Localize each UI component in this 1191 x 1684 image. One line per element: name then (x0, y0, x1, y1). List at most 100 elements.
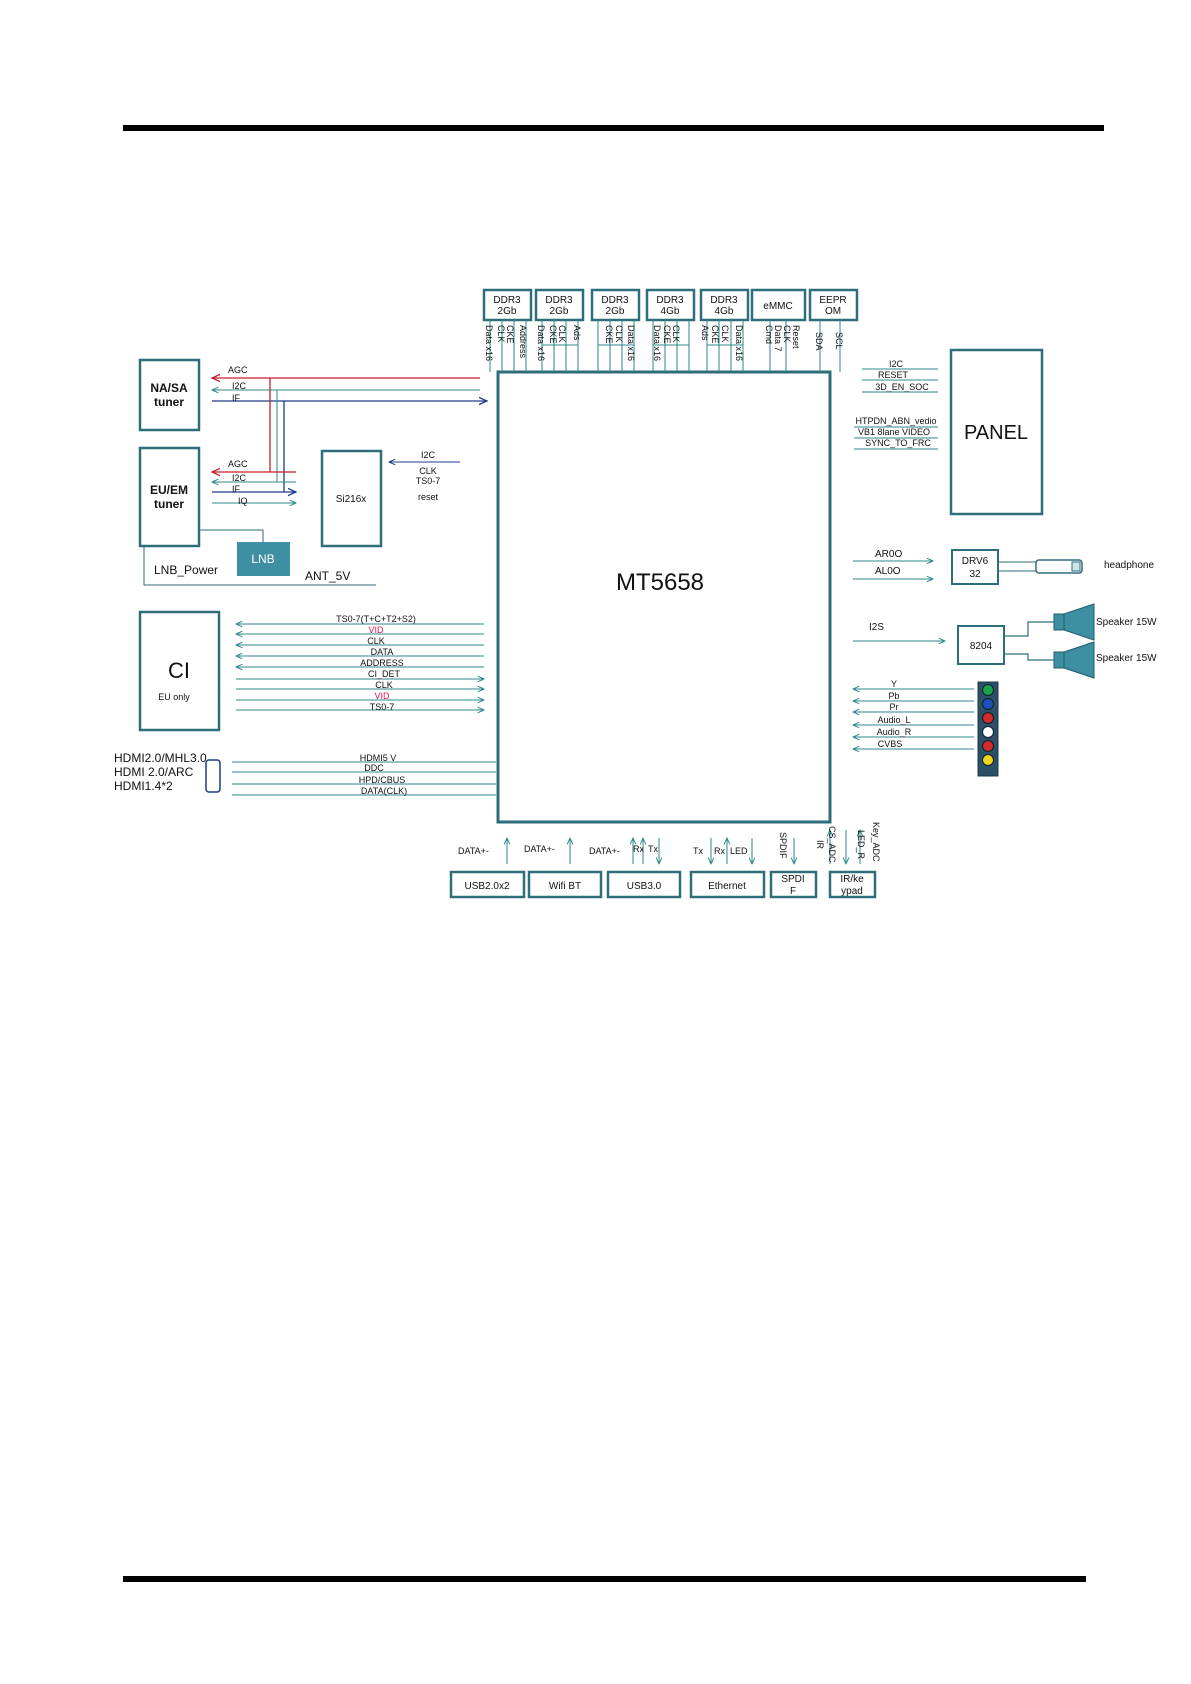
ci-signal-label: TS0-7(T+C+T2+S2) (336, 614, 416, 624)
i2s-label: I2S (869, 622, 884, 633)
ci-signal-label: ADDRESS (360, 658, 404, 668)
mem-signal-label: CKE (710, 325, 720, 344)
ci-signal-label: VID (368, 625, 384, 635)
mem-signal-label: CKE (505, 325, 515, 344)
lnb-block (237, 542, 290, 576)
memory-label: 4Gb (715, 306, 734, 317)
mem-signal-label: Reset (791, 325, 801, 349)
mem-signal-label: CLK (557, 325, 567, 343)
memory-label: DDR3 (601, 295, 629, 306)
av-jack-icon (982, 740, 994, 752)
mem-signal-label: CKE (604, 325, 614, 344)
speaker-label: Speaker 15W (1096, 617, 1157, 628)
si216x-block (320, 449, 383, 548)
speaker-link (1004, 653, 1054, 661)
panel-signal-label: SYNC_TO_FRC (865, 438, 931, 448)
bottom-signal-label: DATA+- (458, 846, 489, 856)
eeprom-chip (808, 288, 859, 322)
bottom-box-label: Ethernet (708, 881, 746, 892)
ci-signal-label: TS0-7 (370, 702, 395, 712)
ci-signal-label: CI_DET (368, 669, 401, 679)
mem-signal-label: Ads (700, 325, 710, 341)
mem-signal-label: CLK (671, 325, 681, 343)
lnb-power-line (143, 546, 376, 586)
memory-bus (489, 320, 841, 372)
av-jack-icon (982, 726, 994, 738)
drv632-block (951, 549, 999, 585)
bottom-box-label: Wifi BT (549, 881, 581, 892)
panel-signal-label: RESET (878, 370, 909, 380)
hdmi-signal-label: DDC (364, 763, 384, 773)
memory-label: eMMC (763, 301, 792, 312)
ddr3-chip-4 (645, 288, 696, 322)
ci-bus (236, 624, 484, 710)
memory-label: 4Gb (661, 306, 680, 317)
panel-signal-label: I2C (889, 359, 904, 369)
si-signal-label: CLK (419, 466, 437, 476)
mem-signal-label: Cmd (764, 325, 774, 344)
hdmi-connector (205, 759, 221, 793)
drv-signal-label: AR0O (875, 549, 902, 560)
si-signal-label: I2C (421, 450, 436, 460)
mem-signal-label: Data x16 (652, 325, 662, 361)
av-signal-label: Y (891, 679, 897, 689)
usb3-block (606, 870, 682, 899)
drv632-label: DRV6 (962, 556, 989, 567)
speaker-link (1004, 621, 1054, 637)
header-rule (123, 125, 1104, 131)
mem-signal-label: Data x16 (626, 325, 636, 361)
av-signal-label: Pr (890, 702, 899, 712)
si-signal-label: reset (418, 492, 439, 502)
bottom-box-label: SPDI (781, 874, 804, 885)
mem-signal-label: CKE (662, 325, 672, 344)
headphone-jack-icon (1035, 559, 1083, 574)
ddr3-chip-5 (699, 288, 750, 322)
panel-signal-label: HTPDN_ABN_vedio (855, 416, 936, 426)
bottom-box-label: USB2.0x2 (464, 881, 509, 892)
euem-signal-label: IF (232, 484, 241, 494)
hdmi-signal-label: DATA(CLK) (361, 786, 407, 796)
ddr3-chip-2 (534, 288, 585, 322)
panel-signal-label: VB1 8lane VIDEO (858, 427, 930, 437)
drv-signal-label: AL0O (875, 566, 901, 577)
mem-signal-label: Data 7 (773, 325, 783, 352)
av-signal-label: Pb (888, 691, 899, 701)
bottom-signal-label: SPDIF (778, 832, 788, 859)
memory-label: 2Gb (550, 306, 569, 317)
hdmi-label: HDMI1.4*2 (114, 779, 173, 793)
ci-subtitle: EU only (158, 692, 190, 702)
av-signal-label: Audio_R (877, 727, 912, 737)
si-signal-label: TS0-7 (416, 476, 441, 486)
nasa-signal-label: IF (232, 393, 241, 403)
mem-signal-label: Data x16 (484, 325, 494, 361)
memory-row (482, 288, 859, 322)
ci-signal-label: DATA (371, 647, 394, 657)
av-bus (853, 689, 974, 749)
bottom-signal-label: Tx (693, 846, 703, 856)
memory-label: OM (825, 306, 841, 317)
mem-signal-label: CLK (496, 325, 506, 343)
memory-label: 2Gb (498, 306, 517, 317)
bottom-signal-label: CS_ADC (827, 826, 837, 863)
panel-label: PANEL (964, 422, 1028, 444)
bottom-bus (507, 830, 860, 864)
mem-signal-label: Ads (572, 325, 582, 341)
memory-label: DDR3 (493, 295, 521, 306)
memory-label: DDR3 (545, 295, 573, 306)
euem-signal-label: IQ (238, 496, 248, 506)
bottom-box-label: ypad (841, 886, 863, 897)
mem-signal-label: Data x16 (734, 325, 744, 361)
lnb-to-tuner-line (199, 529, 264, 542)
memory-label: DDR3 (656, 295, 684, 306)
av-jack-icon (982, 698, 994, 710)
bottom-signal-label: LED_R (856, 830, 866, 860)
hdmi-signal-label: HPD/CBUS (359, 775, 406, 785)
speaker-label: Speaker 15W (1096, 653, 1157, 664)
memory-label: EEPR (819, 295, 846, 306)
lnb-power-label: LNB_Power (154, 563, 218, 577)
ci-signal-label: CLK (375, 680, 393, 690)
hdmi-label: HDMI 2.0/ARC (114, 765, 194, 779)
bottom-signal-label: Rx (714, 846, 725, 856)
av-jack-icon (982, 712, 994, 724)
bottom-signal-label: IR (815, 840, 825, 850)
